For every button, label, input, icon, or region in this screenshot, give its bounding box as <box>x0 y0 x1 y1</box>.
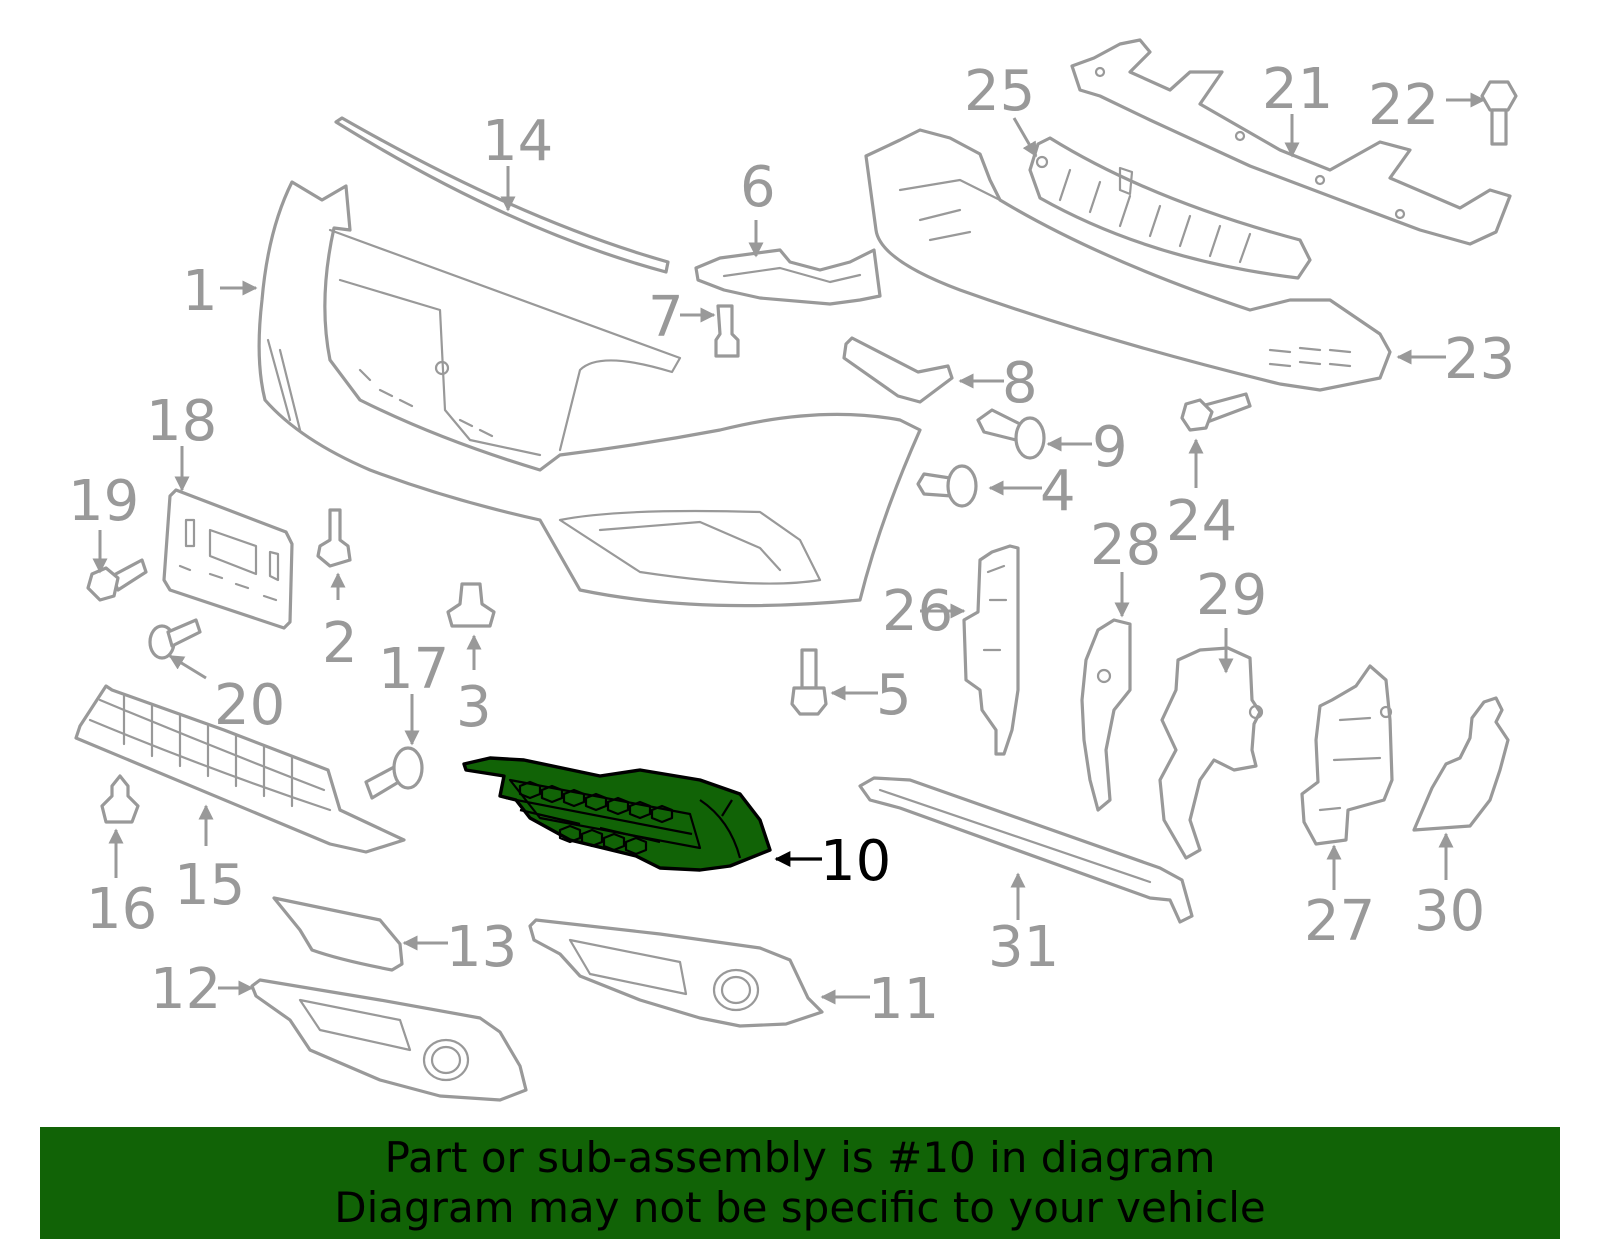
part-28-bracket[interactable] <box>1080 618 1132 812</box>
part-7-clip[interactable] <box>714 304 740 358</box>
callout-2[interactable]: 2 <box>322 611 358 676</box>
callout-6[interactable]: 6 <box>740 155 776 220</box>
part-6-bracket[interactable] <box>694 248 882 306</box>
callout-25[interactable]: 25 <box>964 59 1035 124</box>
callout-5[interactable]: 5 <box>876 663 912 728</box>
part-16-clip[interactable] <box>100 774 140 824</box>
callout-9[interactable]: 9 <box>1092 415 1128 480</box>
part-12-fog-garnish[interactable] <box>250 978 528 1102</box>
part-30-bracket[interactable] <box>1412 696 1510 832</box>
part-26-bracket[interactable] <box>962 544 1020 756</box>
leader-lines <box>92 92 1486 1005</box>
callout-30[interactable]: 30 <box>1414 879 1485 944</box>
part-25-absorber[interactable] <box>1028 136 1312 280</box>
callout-3[interactable]: 3 <box>456 675 492 740</box>
part-27-bracket[interactable] <box>1300 664 1394 846</box>
callout-23[interactable]: 23 <box>1444 327 1515 392</box>
callout-13[interactable]: 13 <box>446 915 517 980</box>
part-13-tow-hook-cover[interactable] <box>272 896 404 972</box>
parts-diagram: 1 2 3 4 5 6 7 8 9 10 11 12 13 14 15 16 1… <box>68 38 1518 1102</box>
callout-26[interactable]: 26 <box>882 579 953 644</box>
callout-24[interactable]: 24 <box>1166 489 1237 554</box>
part-31-stiffener[interactable] <box>858 776 1194 924</box>
callout-11[interactable]: 11 <box>868 967 939 1032</box>
part-info-banner: Part or sub-assembly is #10 in diagram D… <box>40 1127 1560 1239</box>
banner-line-part-number: Part or sub-assembly is #10 in diagram <box>384 1133 1216 1182</box>
callout-8[interactable]: 8 <box>1002 351 1038 416</box>
part-23-reinforcement[interactable] <box>864 128 1392 392</box>
part-5-bolt[interactable] <box>790 648 828 716</box>
part-21-upper-member[interactable] <box>1070 38 1512 246</box>
callout-20[interactable]: 20 <box>214 673 285 738</box>
part-22-bolt[interactable] <box>1480 80 1518 146</box>
callout-1[interactable]: 1 <box>182 259 218 324</box>
callout-31[interactable]: 31 <box>988 915 1059 980</box>
part-10-grille-garnish-highlighted[interactable] <box>462 756 772 872</box>
callout-17[interactable]: 17 <box>378 637 449 702</box>
callout-21[interactable]: 21 <box>1262 57 1333 122</box>
part-3-clip[interactable] <box>446 582 496 628</box>
part-17-screw[interactable] <box>364 746 424 800</box>
part-20-screw[interactable] <box>148 618 202 660</box>
callout-16[interactable]: 16 <box>86 877 157 942</box>
part-14-molding[interactable] <box>334 116 670 274</box>
part-9-screw[interactable] <box>976 408 1046 460</box>
part-11-fog-garnish[interactable] <box>528 918 824 1028</box>
callout-28[interactable]: 28 <box>1090 513 1161 578</box>
part-19-screw[interactable] <box>86 558 148 602</box>
callout-labels: 1 2 3 4 5 6 7 8 9 10 11 12 13 14 15 16 1… <box>68 57 1515 1032</box>
callout-14[interactable]: 14 <box>482 109 553 174</box>
callout-29[interactable]: 29 <box>1196 563 1267 628</box>
callout-4[interactable]: 4 <box>1040 459 1076 524</box>
callout-22[interactable]: 22 <box>1368 73 1439 138</box>
part-29-bracket[interactable] <box>1158 646 1264 860</box>
callout-10-highlighted[interactable]: 10 <box>820 829 891 894</box>
callout-27[interactable]: 27 <box>1304 889 1375 954</box>
callout-18[interactable]: 18 <box>146 389 217 454</box>
part-24-bolt[interactable] <box>1180 392 1252 432</box>
callout-7[interactable]: 7 <box>648 285 684 350</box>
part-18-license-bracket[interactable] <box>162 488 294 630</box>
callout-15[interactable]: 15 <box>174 853 245 918</box>
part-4-clip[interactable] <box>916 464 978 508</box>
banner-line-disclaimer: Diagram may not be specific to your vehi… <box>334 1183 1266 1232</box>
part-15-lower-grille[interactable] <box>74 684 406 854</box>
part-1-bumper-cover[interactable] <box>257 180 922 608</box>
part-2-clip[interactable] <box>316 508 352 568</box>
part-8-strip[interactable] <box>842 336 954 404</box>
callout-12[interactable]: 12 <box>150 957 221 1022</box>
callout-19[interactable]: 19 <box>68 469 139 534</box>
